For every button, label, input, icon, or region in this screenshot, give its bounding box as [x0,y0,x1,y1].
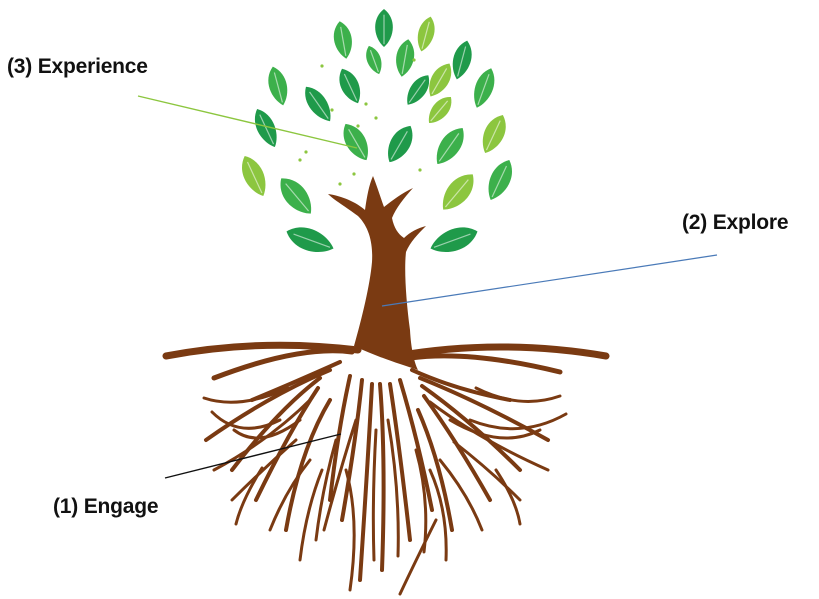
leaf-icon [442,174,474,210]
label-engage: (1) Engage [53,495,159,518]
leaf-icon [339,68,361,104]
leaf-icon [430,227,478,252]
root-strand [392,343,610,360]
leaf-icon [488,160,512,200]
root-strand [452,440,522,502]
leaf-icon [375,9,393,47]
engage-leader-line [164,433,342,479]
leaf-icon [286,227,334,252]
root-strand [428,468,448,562]
explore-leader-line [381,254,718,307]
leaf-icon [366,45,382,75]
experience-leader-line [137,95,358,149]
label-explore: (2) Explore [682,211,789,234]
root-strand [378,382,386,572]
leaf-icon [428,96,452,124]
leaf-icon [436,127,464,165]
roots-icon [162,341,610,596]
sparkle-dots [298,58,422,186]
leaf-icon [268,66,288,106]
leaf-icon [305,86,331,122]
root-strand [420,384,522,472]
root-strand [438,458,484,532]
root-strand [314,438,338,542]
root-strand [204,368,332,442]
leaf-icon [333,21,352,59]
leader-lines [137,95,718,479]
sparkle-dot [304,150,308,154]
leaf-icon [452,40,472,80]
root-strand [416,408,454,532]
sparkle-dot [364,102,368,106]
root-strand [428,400,550,472]
root-strand [210,410,282,430]
leaves-group [242,9,512,252]
sparkle-dot [356,124,360,128]
label-experience: (3) Experience [7,55,148,78]
root-strand [494,468,522,526]
root-strand [298,468,324,562]
root-strand [268,458,312,532]
leaf-icon [254,108,277,148]
root-strand [398,378,434,512]
root-strand [398,518,438,596]
root-strand [162,341,362,360]
root-strand [230,438,298,502]
leaf-icon [407,75,430,105]
sparkle-dot [320,64,324,68]
root-strand [340,378,364,522]
root-strand [230,376,322,472]
leaf-icon [474,68,495,108]
sparkle-dot [418,168,422,172]
root-strand [250,360,342,402]
leaf-icon [242,156,266,196]
sparkle-dot [330,108,334,112]
root-strand [202,386,290,404]
root-strand [284,398,332,532]
root-strand [234,466,264,526]
root-strand [474,386,562,403]
leaf-icon [482,114,506,154]
leaf-icon [388,125,413,163]
root-strand [448,418,542,440]
root-strand [344,468,356,592]
root-strand [468,412,568,431]
root-strand [211,348,355,381]
root-strand [388,382,412,542]
sparkle-dot [374,116,378,120]
trunk-icon [328,176,426,370]
leaf-icon [396,39,415,77]
leaf-icon [343,123,368,161]
leaf-icon [280,178,312,214]
root-strand [386,418,400,558]
root-strand [322,418,358,532]
root-strand [232,418,302,440]
leaf-icon [417,16,435,52]
sparkle-dot [352,172,356,176]
sparkle-dot [412,58,416,62]
root-strand [407,353,563,375]
root-strand [371,428,378,562]
sparkle-dot [338,182,342,186]
tree-trunk-icon [328,176,426,370]
leaf-icon [429,63,452,97]
root-strand [358,382,374,582]
sparkle-dot [298,158,302,162]
